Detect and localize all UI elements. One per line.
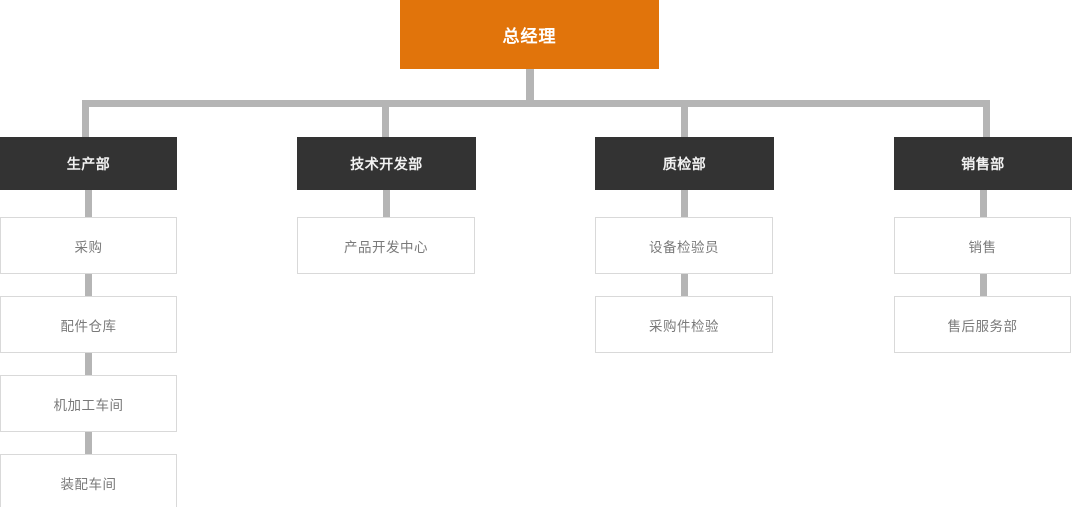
node-machining-workshop-label: 机加工车间 (53, 397, 124, 413)
connector-drop-production (82, 100, 89, 137)
connector-distribution-bar (82, 100, 990, 107)
connector-tech-to-child-1 (383, 190, 390, 221)
node-quality-inspection-department[interactable]: 质检部 (595, 137, 774, 190)
node-parts-warehouse-label: 配件仓库 (60, 318, 117, 334)
connector-production-child-3-to-4 (85, 427, 92, 457)
node-parts-warehouse[interactable]: 配件仓库 (0, 296, 177, 353)
connector-drop-sales (983, 100, 990, 137)
node-after-sales-service-department-label: 售后服务部 (947, 318, 1018, 334)
node-procurement-label: 采购 (74, 239, 103, 255)
node-sales[interactable]: 销售 (894, 217, 1071, 274)
node-procurement[interactable]: 采购 (0, 217, 177, 274)
node-production-department-label: 生产部 (66, 155, 111, 172)
node-sales-department-label: 销售部 (961, 155, 1005, 172)
connector-quality-child-1-to-2 (681, 269, 688, 299)
connector-quality-to-child-1 (681, 190, 688, 221)
node-product-development-center-label: 产品开发中心 (344, 239, 428, 255)
connector-production-to-child-1 (85, 190, 92, 221)
node-product-development-center[interactable]: 产品开发中心 (297, 217, 475, 274)
node-quality-inspection-department-label: 质检部 (662, 155, 707, 172)
node-equipment-inspector[interactable]: 设备检验员 (595, 217, 773, 274)
node-purchased-parts-inspection[interactable]: 采购件检验 (595, 296, 773, 353)
node-tech-development-department-label: 技术开发部 (350, 155, 423, 172)
node-after-sales-service-department[interactable]: 售后服务部 (894, 296, 1071, 353)
connector-drop-tech (382, 100, 389, 137)
connector-sales-child-1-to-2 (980, 269, 987, 299)
node-sales-department[interactable]: 销售部 (894, 137, 1072, 190)
node-general-manager-label: 总经理 (502, 27, 557, 46)
node-assembly-workshop[interactable]: 装配车间 (0, 454, 177, 507)
connector-sales-to-child-1 (980, 190, 987, 221)
node-assembly-workshop-label: 装配车间 (60, 476, 117, 492)
node-general-manager[interactable]: 总经理 (400, 0, 659, 69)
connector-production-child-2-to-3 (85, 348, 92, 378)
connector-drop-quality (681, 100, 688, 137)
node-equipment-inspector-label: 设备检验员 (649, 239, 719, 255)
node-sales-label: 销售 (968, 239, 997, 255)
node-tech-development-department[interactable]: 技术开发部 (297, 137, 476, 190)
node-machining-workshop[interactable]: 机加工车间 (0, 375, 177, 432)
connector-production-child-1-to-2 (85, 269, 92, 299)
node-production-department[interactable]: 生产部 (0, 137, 177, 190)
node-purchased-parts-inspection-label: 采购件检验 (649, 318, 719, 334)
connector-root-stem (526, 69, 534, 104)
